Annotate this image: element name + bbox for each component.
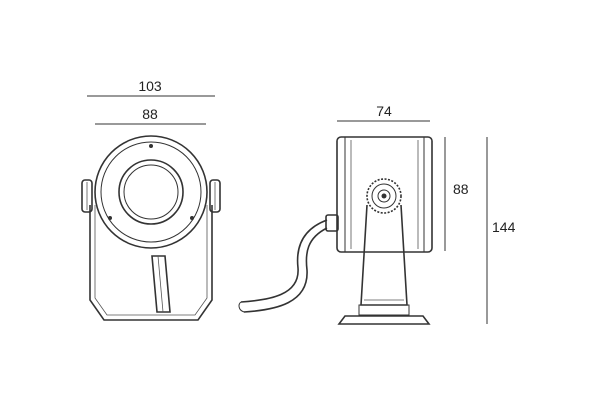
mounting-bracket-inner: [94, 205, 208, 316]
side-cable-bottom: [243, 227, 328, 313]
pivot-bolt-center: [381, 193, 387, 199]
post-collar: [358, 304, 410, 316]
dimension-label-body-width: 88: [142, 106, 158, 122]
lamp-bezel: [100, 141, 202, 243]
dimension-label-body-height: 88: [453, 181, 469, 197]
cable-end: [238, 301, 245, 313]
lamp-outer-ring: [94, 135, 208, 249]
lamp-housing-side: [336, 136, 433, 253]
lamp-lens-ring: [118, 159, 184, 225]
side-cable-top: [240, 219, 328, 303]
tilt-gear-inner: [371, 183, 397, 209]
bezel-screw-left: [108, 216, 112, 220]
cable-gland: [325, 214, 339, 232]
right-pivot-knob: [209, 179, 221, 213]
tilt-gear: [366, 178, 402, 214]
mounting-post: [360, 204, 408, 306]
lamp-lens: [123, 164, 179, 220]
bezel-screw-top: [149, 144, 153, 148]
front-cable: [151, 255, 171, 313]
left-pivot-knob: [81, 179, 93, 213]
mounting-bracket: [89, 205, 213, 321]
dimension-label-total-height: 144: [492, 219, 516, 235]
side-view: 74 88 144: [238, 103, 516, 325]
front-view: 103 88: [81, 78, 221, 321]
bezel-screw-right: [190, 216, 194, 220]
pivot-bolt: [377, 189, 391, 203]
dimension-label-depth: 74: [376, 103, 392, 119]
base-plate: [337, 315, 431, 325]
dimension-label-overall-width: 103: [138, 78, 162, 94]
